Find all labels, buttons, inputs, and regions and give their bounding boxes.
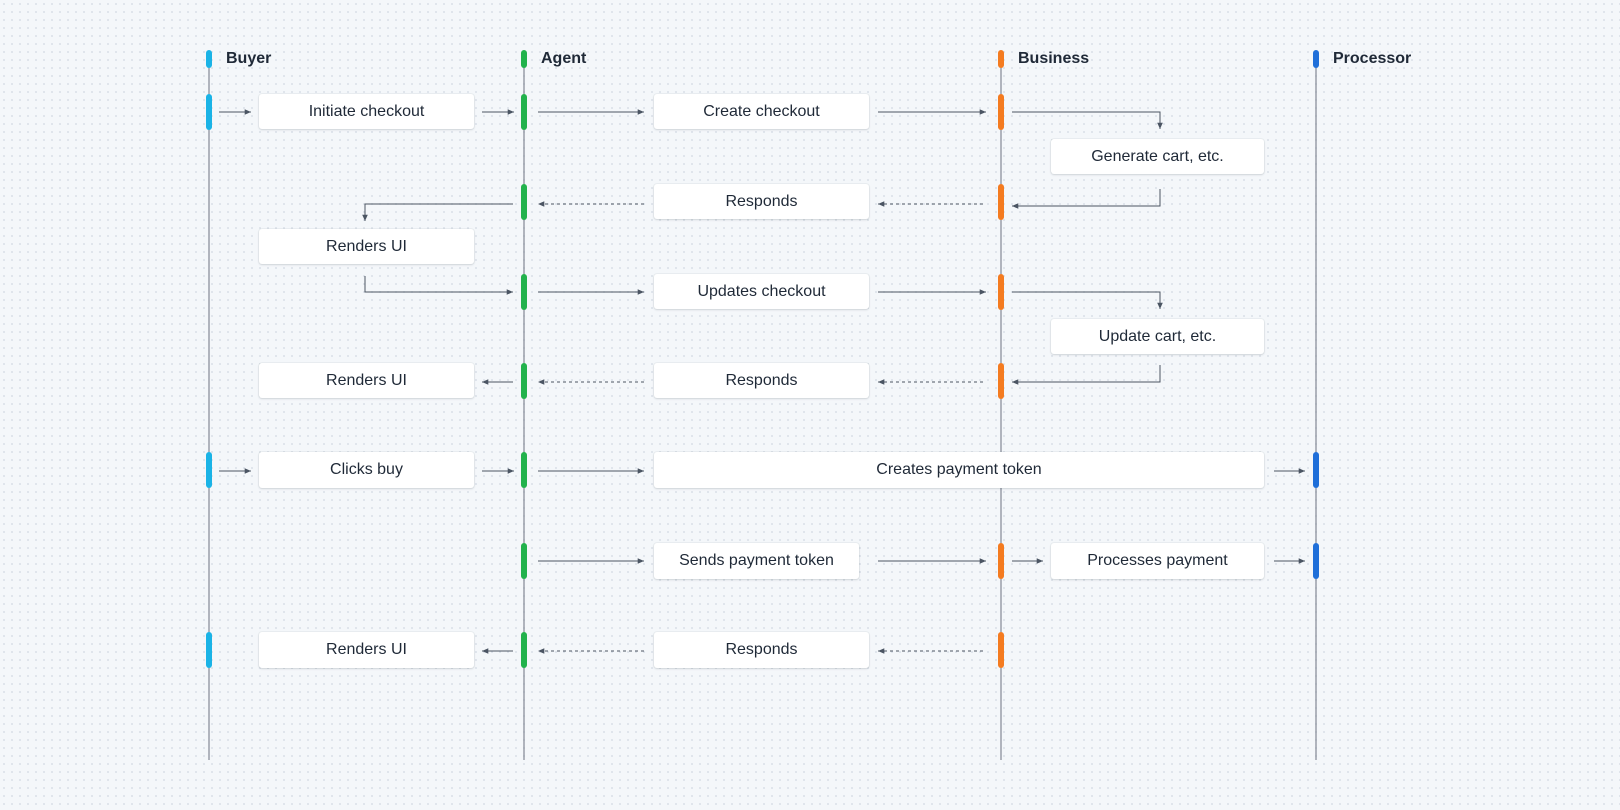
lane-marker-buyer xyxy=(206,50,212,68)
activation-business xyxy=(998,184,1004,220)
step-processes-payment: Processes payment xyxy=(1051,543,1264,579)
activation-business xyxy=(998,543,1004,579)
lane-marker-processor xyxy=(1313,50,1319,68)
step-responds: Responds xyxy=(654,363,869,398)
activation-agent xyxy=(521,632,527,668)
activation-buyer xyxy=(206,632,212,668)
step-create-checkout: Create checkout xyxy=(654,94,869,129)
lane-marker-business xyxy=(998,50,1004,68)
activation-agent xyxy=(521,274,527,310)
activation-business xyxy=(998,363,1004,399)
activation-agent xyxy=(521,363,527,399)
lane-title-buyer: Buyer xyxy=(226,50,272,67)
step-responds: Responds xyxy=(654,184,869,219)
activation-agent xyxy=(521,543,527,579)
activation-processor xyxy=(1313,543,1319,579)
step-clicks-buy: Clicks buy xyxy=(259,452,474,488)
lane-title-business: Business xyxy=(1018,50,1090,67)
arrow xyxy=(364,276,513,295)
step-updates-checkout: Updates checkout xyxy=(654,274,869,309)
activation-agent xyxy=(521,94,527,130)
activation-processor xyxy=(1313,452,1319,488)
activation-business xyxy=(998,274,1004,310)
arrow xyxy=(1012,365,1161,385)
activation-buyer xyxy=(206,452,212,488)
step-renders-ui: Renders UI xyxy=(259,229,474,264)
step-creates-payment-token: Creates payment token xyxy=(654,452,1264,488)
step-renders-ui: Renders UI xyxy=(259,363,474,398)
step-initiate-checkout: Initiate checkout xyxy=(259,94,474,129)
lane-title-agent: Agent xyxy=(541,50,587,67)
step-generate-cart: Generate cart, etc. xyxy=(1051,139,1264,174)
activation-buyer xyxy=(206,94,212,130)
activation-business xyxy=(998,94,1004,130)
activation-agent xyxy=(521,184,527,220)
arrow xyxy=(1012,111,1163,129)
lane-title-processor: Processor xyxy=(1333,50,1412,67)
activation-business xyxy=(998,632,1004,668)
arrow xyxy=(1012,291,1163,309)
arrow xyxy=(362,203,513,221)
step-update-cart: Update cart, etc. xyxy=(1051,319,1264,354)
step-responds: Responds xyxy=(654,632,869,668)
lane-marker-agent xyxy=(521,50,527,68)
activation-agent xyxy=(521,452,527,488)
arrow xyxy=(1012,189,1161,209)
step-renders-ui: Renders UI xyxy=(259,632,474,668)
step-sends-payment-token: Sends payment token xyxy=(654,543,859,579)
